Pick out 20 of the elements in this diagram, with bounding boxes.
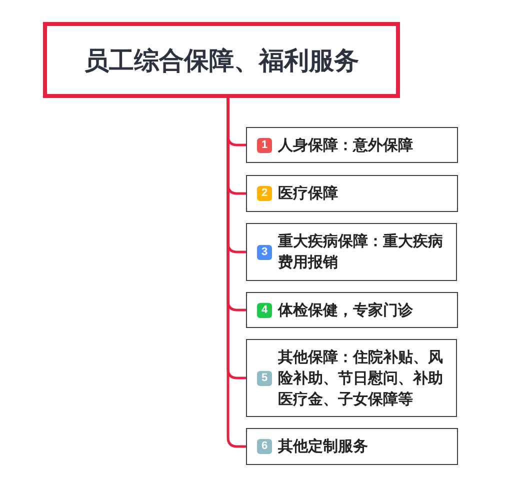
topic-text: 重大疾病保障：重大疾病费用报销 bbox=[278, 232, 444, 273]
topic-box bbox=[246, 223, 457, 281]
topic-box bbox=[246, 339, 457, 417]
number-badge: 2 bbox=[257, 186, 272, 201]
topic-text: 医疗保障 bbox=[278, 184, 338, 204]
topic-box bbox=[246, 127, 458, 163]
number-badge: 3 bbox=[257, 244, 272, 260]
number-badge: 5 bbox=[257, 370, 272, 386]
topic-text: 人身保障：意外保障 bbox=[278, 136, 413, 156]
topic-box bbox=[246, 175, 458, 212]
topic-text: 其他保障：住院补贴、风险补助、节日慰问、补助医疗金、子女保障等 bbox=[278, 348, 444, 410]
topic-text: 体检保健，专家门诊 bbox=[278, 300, 413, 320]
topic-box bbox=[246, 428, 458, 465]
number-badge: 6 bbox=[257, 439, 272, 454]
topic-box bbox=[246, 292, 458, 328]
central-topic-box: 员工综合保障、福利服务 bbox=[43, 22, 400, 98]
number-badge: 4 bbox=[257, 302, 272, 318]
number-badge: 1 bbox=[257, 138, 272, 152]
topic-text: 其他定制服务 bbox=[278, 437, 368, 457]
connector-line bbox=[226, 98, 246, 448]
